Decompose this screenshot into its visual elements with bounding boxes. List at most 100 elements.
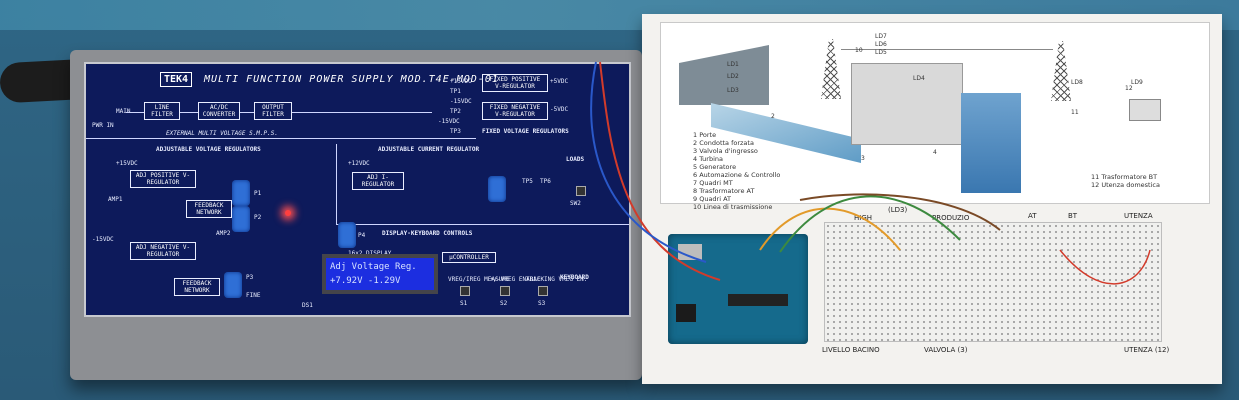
legend-item: 1 Porte (693, 131, 717, 139)
adj-positive-block: ADJ POSITIVE V-REGULATOR (130, 170, 196, 188)
p1-main-knob[interactable] (232, 180, 250, 206)
feedback-network-block: FEEDBACK NETWORK (186, 200, 232, 218)
loads-label: LOADS (566, 156, 585, 163)
num-10: 10 (855, 47, 863, 54)
indicator-led (285, 210, 291, 216)
amp2-label: AMP2 (216, 230, 231, 237)
num-3: 3 (861, 155, 865, 162)
led-tag-ld4: LD4 (913, 75, 925, 82)
mcu-chip (728, 294, 788, 306)
legend-item: 6 Automazione & Controllo (693, 171, 781, 179)
vreg-enable-label: +/-VREG ENABLE (490, 276, 541, 283)
wire (292, 112, 432, 113)
bb-label-at: AT (1028, 212, 1037, 220)
lcd-line-2: +7.92V -1.29V (330, 276, 401, 286)
s3-button[interactable] (538, 286, 548, 296)
divider (336, 144, 337, 224)
wire (240, 112, 254, 113)
usb-port (678, 244, 702, 260)
hydro-plant-poster: LD7 LD6 LD5 LD1 LD2 LD3 LD4 LD8 LD9 2 3 … (660, 22, 1210, 211)
fine-label: FINE (246, 292, 261, 299)
led-tag-ld2: LD2 (727, 73, 739, 80)
feedback-network-block-2: FEEDBACK NETWORK (174, 278, 220, 296)
s3-label: S3 (538, 300, 546, 307)
s2-button[interactable] (500, 286, 510, 296)
plus12-label: +12VDC (348, 160, 370, 167)
water-tank-illustration (961, 93, 1021, 193)
smps-label: EXTERNAL MULTI VOLTAGE S.M.P.S. (166, 130, 278, 137)
lcd-line-1: Adj Voltage Reg. (330, 262, 417, 272)
legend-item: 12 Utenza domestica (1091, 181, 1160, 189)
legend-left: 1 Porte 2 Condotta forzata 3 Valvola d'i… (693, 131, 780, 211)
lcd-display: Adj Voltage Reg. +7.92V -1.29V (322, 254, 438, 294)
label-valvola: VALVOLA (3) (924, 346, 968, 354)
led-tag-ld8: LD8 (1071, 79, 1083, 86)
tp5-label: TP5 (522, 178, 533, 185)
legend-item: 5 Generatore (693, 163, 737, 171)
adj-current-title: ADJUSTABLE CURRENT REGULATOR (378, 146, 480, 153)
num-12: 12 (1125, 85, 1133, 92)
vreg-measure-label: VREG/IREG MEASURE (448, 276, 510, 283)
power-jack (676, 304, 696, 322)
legend-item: 3 Valvola d'ingresso (693, 147, 758, 155)
num-4: 4 (933, 149, 937, 156)
display-tag: 16x2 DISPLAY (348, 250, 391, 257)
led-tag-ld7: LD7 (875, 33, 887, 40)
divider (86, 138, 476, 139)
line-filter-block: LINE FILTER (144, 102, 180, 120)
breadboard (824, 222, 1162, 342)
led-tag-ld3: LD3 (727, 87, 739, 94)
adj-negative-block: ADJ NEGATIVE V-REGULATOR (130, 242, 196, 260)
tp1-label: TP1 (450, 88, 461, 95)
p3-knob[interactable] (224, 272, 242, 298)
panel-title: MULTI FUNCTION POWER SUPPLY MOD.T4E-MOD-… (204, 74, 499, 85)
adj-i-reg-block: ADJ I-REGULATOR (352, 172, 404, 190)
wire (180, 112, 198, 113)
bb-label-ld3: (LD3) (888, 206, 908, 214)
p4-knob[interactable] (338, 222, 356, 248)
transmission-line (841, 49, 1053, 50)
bb-label-bt: BT (1068, 212, 1078, 220)
legend-item: 10 Linea di trasmissione (693, 203, 773, 211)
pwr-in-label: PWR IN (92, 122, 114, 129)
bb-label-utenza: UTENZA (1124, 212, 1153, 220)
output-filter-block: OUTPUT FILTER (254, 102, 292, 120)
num-2: 2 (771, 113, 775, 120)
minus15-label: -15VDC (450, 98, 472, 105)
arduino-board (668, 234, 808, 344)
divider (336, 224, 629, 225)
led-tag-ld9: LD9 (1131, 79, 1143, 86)
label-livello-bacino: LIVELLO BACINO (822, 346, 880, 354)
s1-label: S1 (460, 300, 468, 307)
keyboard-label: KEYBOARD (560, 274, 589, 281)
acdc-block: AC/DC CONVERTER (198, 102, 240, 120)
plus15-label: +15VDC (450, 78, 472, 85)
sw2-label: SW2 (570, 200, 581, 207)
minus15-label-b: -15VDC (438, 118, 460, 125)
tracking-label: TRACKING VREG EN. (526, 276, 588, 283)
powerhouse-illustration (851, 63, 963, 145)
legend-item: 9 Quadri AT (693, 195, 732, 203)
tp6-label: TP6 (540, 178, 551, 185)
label-utenza: UTENZA (12) (1124, 346, 1170, 354)
current-knob[interactable] (488, 176, 506, 202)
display-keyboard-title: DISPLAY-KEYBOARD CONTROLS (382, 230, 473, 237)
sw2-switch[interactable] (576, 186, 586, 196)
tp2-label: TP2 (450, 108, 461, 115)
legend-item: 7 Quadri MT (693, 179, 733, 187)
legend-item: 11 Trasformatore BT (1091, 173, 1158, 181)
legend-item: 4 Turbina (693, 155, 724, 163)
p2-fine-knob[interactable] (232, 206, 250, 232)
minus5-label: -5VDC (550, 106, 569, 113)
p1-label: P1 (254, 190, 262, 197)
legend-right: 11 Trasformatore BT 12 Utenza domestica (1091, 173, 1160, 189)
bb-label-produzione: PRODUZIO (932, 214, 970, 222)
ds1-label: DS1 (302, 302, 313, 309)
legend-item: 2 Condotta forzata (693, 139, 754, 147)
led-tag-ld1: LD1 (727, 61, 739, 68)
legend-item: 8 Trasformatore AT (693, 187, 755, 195)
fixed-regulators-title: FIXED VOLTAGE REGULATORS (482, 128, 569, 135)
s1-button[interactable] (460, 286, 470, 296)
house-illustration (1129, 99, 1161, 121)
